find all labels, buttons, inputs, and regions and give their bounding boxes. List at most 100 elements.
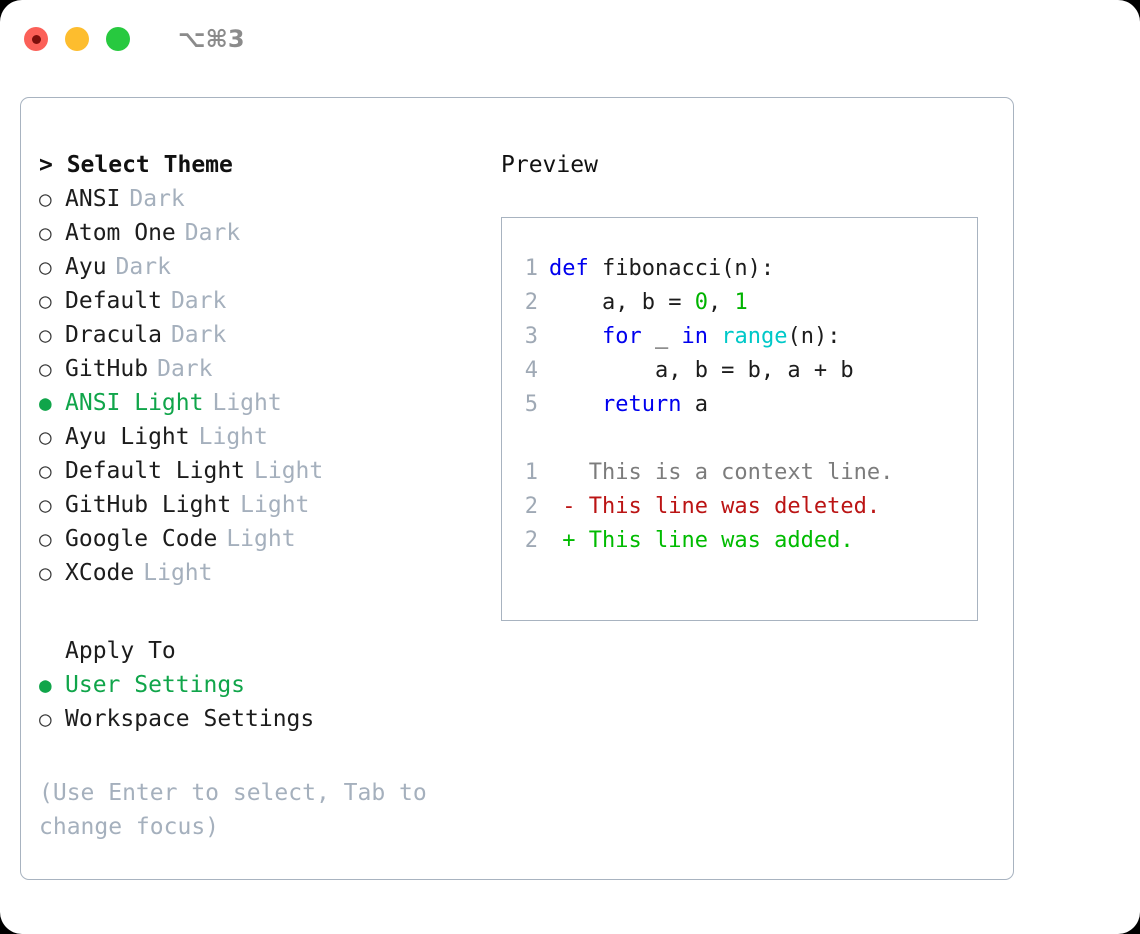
theme-option-label: Atom One: [65, 220, 176, 246]
preview-box: 1 def fibonacci(n): 2 a, b = 0, 1 3 for _ i…: [501, 217, 978, 621]
minimize-button[interactable]: [65, 27, 89, 51]
code-token: a: [681, 392, 708, 417]
diff-line: 1 This is a context line.: [516, 456, 977, 490]
theme-option-variant: Dark: [170, 322, 227, 348]
theme-option-label: GitHub: [65, 356, 149, 382]
code-token: a, b =: [549, 290, 695, 315]
code-token: This is a context line.: [549, 460, 894, 485]
line-number: 4: [524, 358, 538, 383]
title-bar: ⌥⌘3: [0, 0, 1140, 78]
recording-dot-icon: [31, 34, 41, 44]
line-number: 5: [524, 392, 538, 417]
diff-line: 2 + This line was added.: [516, 524, 977, 558]
code-line: 1 def fibonacci(n):: [516, 252, 977, 286]
theme-option-ayu-light[interactable]: ○ Ayu Light Light: [39, 420, 489, 454]
code-token: def: [549, 256, 602, 281]
radio-unselected-icon: ○: [39, 493, 52, 517]
theme-option-variant: Light: [143, 560, 213, 586]
diff-line: 2 - This line was deleted.: [516, 490, 977, 524]
code-line: 2 a, b = 0, 1: [516, 286, 977, 320]
code-line: 5 return a: [516, 388, 977, 422]
line-number: 2: [524, 290, 538, 315]
select-theme-heading: > Select Theme: [39, 152, 233, 178]
radio-unselected-icon: ○: [39, 187, 52, 211]
radio-unselected-icon: ○: [39, 561, 52, 585]
keyboard-shortcut-label: ⌥⌘3: [178, 25, 245, 53]
apply-to-option-workspace-settings[interactable]: ○ Workspace Settings: [39, 702, 489, 736]
code-token: for: [601, 324, 642, 349]
line-number: 1: [524, 460, 538, 485]
theme-option-label: XCode: [65, 560, 135, 586]
apply-to-option-label: User Settings: [65, 672, 246, 698]
code-token: fibonacci(n):: [601, 256, 775, 281]
radio-unselected-icon: ○: [39, 323, 52, 347]
theme-option-label: Default: [65, 288, 162, 314]
theme-option-atom-one[interactable]: ○ Atom One Dark: [39, 216, 489, 250]
code-sample: 1 def fibonacci(n): 2 a, b = 0, 1 3 for _ i…: [516, 252, 977, 422]
theme-option-label: Ayu Light: [65, 424, 190, 450]
theme-option-label: GitHub Light: [65, 492, 232, 518]
theme-option-variant: Dark: [170, 288, 227, 314]
theme-option-variant: Light: [226, 526, 296, 552]
code-token: 1: [734, 290, 748, 315]
theme-option-label: ANSI Light: [65, 390, 204, 416]
close-button[interactable]: [24, 27, 48, 51]
code-token: + This line was added.: [549, 528, 854, 553]
radio-unselected-icon: ○: [39, 221, 52, 245]
code-token: 0: [694, 290, 708, 315]
theme-option-variant: Light: [240, 492, 310, 518]
line-number: 2: [524, 528, 538, 553]
line-number: 3: [524, 324, 538, 349]
theme-option-xcode[interactable]: ○ XCode Light: [39, 556, 489, 590]
line-number: 1: [524, 256, 538, 281]
radio-unselected-icon: ○: [39, 707, 52, 731]
apply-to-option-list: ●User Settings ○ Workspace Settings: [39, 668, 489, 736]
theme-option-variant: Dark: [157, 356, 213, 382]
keyboard-hint-text: (Use Enter to select, Tab to change focu…: [39, 780, 441, 840]
radio-unselected-icon: ○: [39, 255, 52, 279]
radio-unselected-icon: ○: [39, 527, 52, 551]
theme-option-label: Google Code: [65, 526, 218, 552]
diff-sample: 1 This is a context line.2 - This line w…: [516, 456, 977, 558]
code-line: 4 a, b = b, a + b: [516, 354, 977, 388]
radio-unselected-icon: ○: [39, 425, 52, 449]
theme-option-google-code[interactable]: ○ Google Code Light: [39, 522, 489, 556]
theme-option-github-light[interactable]: ○ GitHub Light Light: [39, 488, 489, 522]
window-controls: [24, 27, 130, 51]
theme-option-github[interactable]: ○ GitHub Dark: [39, 352, 489, 386]
theme-option-label: Ayu: [65, 254, 107, 280]
theme-option-variant: Dark: [129, 186, 185, 212]
code-token: [708, 324, 721, 349]
apply-to-heading-row: ○ Apply To: [39, 634, 489, 668]
code-diff-spacer: [516, 422, 977, 456]
radio-unselected-icon: ○: [39, 459, 52, 483]
theme-option-variant: Light: [254, 458, 324, 484]
code-token: in: [681, 324, 708, 349]
line-number: 2: [524, 494, 538, 519]
apply-to-option-user-settings[interactable]: ●User Settings: [39, 668, 489, 702]
preview-heading: Preview: [501, 152, 598, 178]
code-token: _: [641, 324, 682, 349]
code-token: ,: [707, 290, 735, 315]
code-token: range: [721, 324, 788, 349]
apply-to-heading: Apply To: [65, 638, 176, 664]
code-token: (n):: [787, 324, 841, 349]
code-token: return: [601, 392, 682, 417]
maximize-button[interactable]: [106, 27, 130, 51]
theme-option-variant: Light: [198, 424, 268, 450]
theme-option-variant: Dark: [184, 220, 241, 246]
code-token: a, b = b, a + b: [549, 358, 854, 383]
radio-unselected-icon: ○: [39, 357, 52, 381]
apply-to-option-label: Workspace Settings: [65, 706, 315, 732]
